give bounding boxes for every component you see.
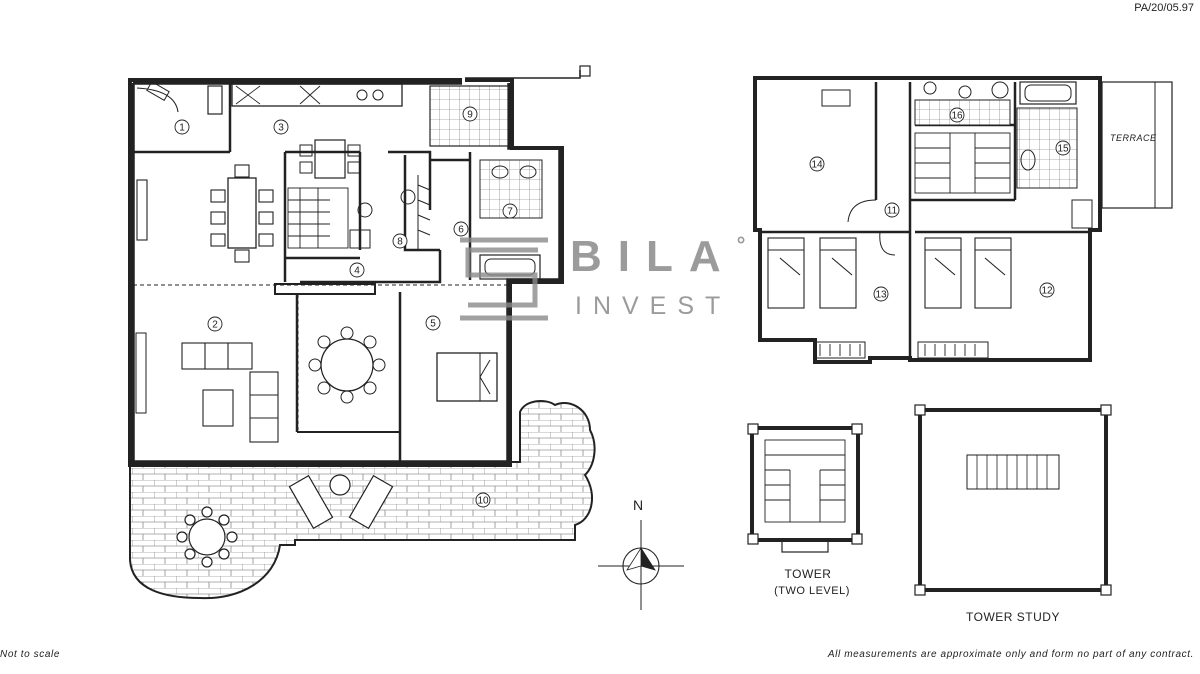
room-marker-circle bbox=[349, 262, 365, 278]
room-marker-circle bbox=[453, 221, 469, 237]
north-compass bbox=[598, 520, 684, 610]
watermark-subtitle: INVEST bbox=[575, 292, 732, 320]
room-marker-circle bbox=[273, 119, 289, 135]
upper-stairs bbox=[914, 132, 1011, 194]
room-marker-circle bbox=[949, 107, 965, 123]
room-marker-circle bbox=[1055, 140, 1071, 156]
ground-stairs bbox=[287, 187, 349, 249]
room-number-label: 12 bbox=[1041, 286, 1053, 297]
room-number-label: 15 bbox=[1057, 144, 1069, 155]
room-number-label: 5 bbox=[430, 319, 436, 330]
room-number-label: 13 bbox=[875, 290, 887, 301]
beds-room-13 bbox=[767, 237, 857, 309]
kitchen-table bbox=[314, 139, 346, 179]
compass-north-label: N bbox=[633, 497, 644, 513]
room-number-label: 7 bbox=[507, 207, 513, 218]
upper-bathtub bbox=[1019, 81, 1077, 105]
tower-plan bbox=[747, 423, 863, 553]
room-marker-circle bbox=[207, 316, 223, 332]
room-marker-circle bbox=[462, 106, 478, 122]
bathtub bbox=[479, 254, 541, 280]
upper-floor-plan bbox=[753, 76, 1173, 364]
room-number-label: 2 bbox=[212, 320, 218, 331]
room-number-label: 10 bbox=[477, 496, 489, 507]
terrace-label: TERRACE bbox=[1110, 133, 1157, 143]
room-marker-circle bbox=[425, 315, 441, 331]
tower-caption: TOWER bbox=[784, 567, 832, 581]
room-number-label: 3 bbox=[278, 123, 284, 134]
ground-floor-plan bbox=[128, 65, 596, 600]
upper-terrace bbox=[1101, 81, 1173, 209]
room-number-label: 16 bbox=[951, 111, 963, 122]
room-number-label: 6 bbox=[458, 225, 464, 236]
tower-study-plan bbox=[914, 404, 1112, 596]
room-marker-circle bbox=[392, 233, 408, 249]
tower-study-caption: TOWER STUDY bbox=[966, 610, 1060, 624]
beds-room-12 bbox=[924, 237, 1012, 309]
room-marker-circle bbox=[475, 492, 491, 508]
scale-note: Not to scale bbox=[0, 649, 61, 660]
terrace-round-table bbox=[176, 506, 238, 568]
room-number-label: 11 bbox=[887, 206, 898, 217]
dining-table bbox=[227, 177, 257, 249]
sofa-set bbox=[181, 342, 279, 443]
double-bed bbox=[436, 352, 498, 402]
tower-subcaption: (TWO LEVEL) bbox=[774, 585, 850, 597]
kitchen-counter bbox=[231, 83, 403, 107]
study-stairs bbox=[966, 454, 1060, 490]
terrace-loungers bbox=[288, 474, 394, 530]
watermark-degree: ° bbox=[736, 232, 746, 257]
ground-outer-wall bbox=[128, 78, 564, 467]
watermark-brand: BILA° bbox=[570, 232, 745, 282]
room-marker-circle bbox=[502, 203, 518, 219]
room-number-label: 14 bbox=[811, 160, 823, 171]
disclaimer: All measurements are approximate only an… bbox=[827, 649, 1194, 660]
room-marker-circle bbox=[1039, 282, 1055, 298]
room-number-label: 8 bbox=[397, 237, 403, 248]
room-marker-circle bbox=[174, 119, 190, 135]
upper-outer-wall bbox=[753, 76, 1102, 364]
drawing-reference: PA/20/05.97 bbox=[1134, 2, 1194, 14]
watermark-brand-text: BILA bbox=[570, 232, 737, 281]
room-number-label: 4 bbox=[354, 266, 360, 277]
room-marker-circle bbox=[809, 156, 825, 172]
watermark-logo-icon bbox=[460, 237, 548, 321]
room-marker-circle bbox=[884, 202, 900, 218]
room-number-label: 1 bbox=[179, 123, 185, 134]
room-marker-circle bbox=[873, 286, 889, 302]
room-number-label: 9 bbox=[467, 110, 473, 121]
